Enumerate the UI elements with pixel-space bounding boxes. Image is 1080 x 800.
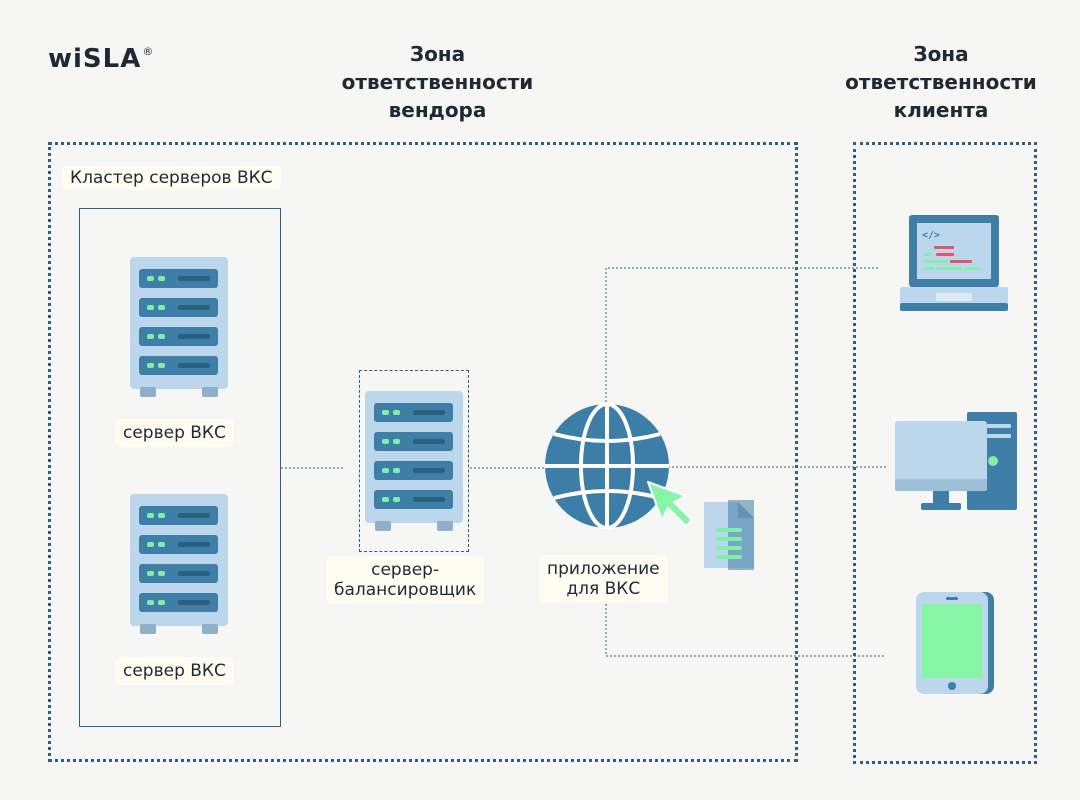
app-label: приложение для ВКС: [539, 555, 668, 603]
balancer-box: [359, 370, 469, 552]
client-zone-title-line3: клиента: [893, 98, 989, 122]
tablet-icon: [916, 592, 994, 694]
server-label: сервер ВКС: [115, 657, 234, 685]
vendor-zone-boundary: [48, 142, 798, 762]
vendor-zone-title-line1: Зона: [409, 42, 466, 66]
registered-mark: ®: [142, 45, 155, 58]
server-rack-icon: [130, 494, 228, 634]
vendor-zone-title-line3: вендора: [388, 98, 487, 122]
cluster-label: Кластер серверов ВКС: [62, 166, 281, 190]
logo-text: wiSLA: [48, 44, 142, 74]
client-zone-title: Зона ответственности клиента: [832, 40, 1050, 124]
balancer-server-icon: [365, 391, 463, 531]
balancer-label-line2: балансировщик: [334, 580, 477, 600]
link-app-laptop: [605, 267, 880, 402]
link-app-tablet: [605, 592, 885, 657]
client-zone-boundary: [853, 142, 1037, 764]
client-zone-title-line2: ответственности: [845, 70, 1037, 94]
balancer-label-line1: сервер-: [371, 560, 440, 580]
server-rack-icon: [130, 257, 228, 397]
desktop-computer-icon: [895, 412, 1017, 510]
svg-text:</>: </>: [922, 230, 940, 241]
vendor-zone-title: Зона ответственности вендора: [325, 40, 550, 124]
cursor-arrow-icon: [647, 481, 693, 527]
server-label: сервер ВКС: [115, 419, 234, 447]
globe-icon: [545, 403, 669, 529]
server-cluster-box: [79, 208, 281, 727]
vendor-zone-title-line2: ответственности: [341, 70, 534, 94]
wisla-logo: wiSLA®: [48, 44, 154, 74]
balancer-label: сервер- балансировщик: [326, 556, 485, 604]
laptop-icon: </>: [900, 215, 1008, 311]
document-icon: [704, 500, 754, 570]
client-zone-title-line1: Зона: [913, 42, 969, 66]
app-label-line1: приложение: [547, 559, 660, 579]
app-label-line2: для ВКС: [566, 579, 641, 599]
